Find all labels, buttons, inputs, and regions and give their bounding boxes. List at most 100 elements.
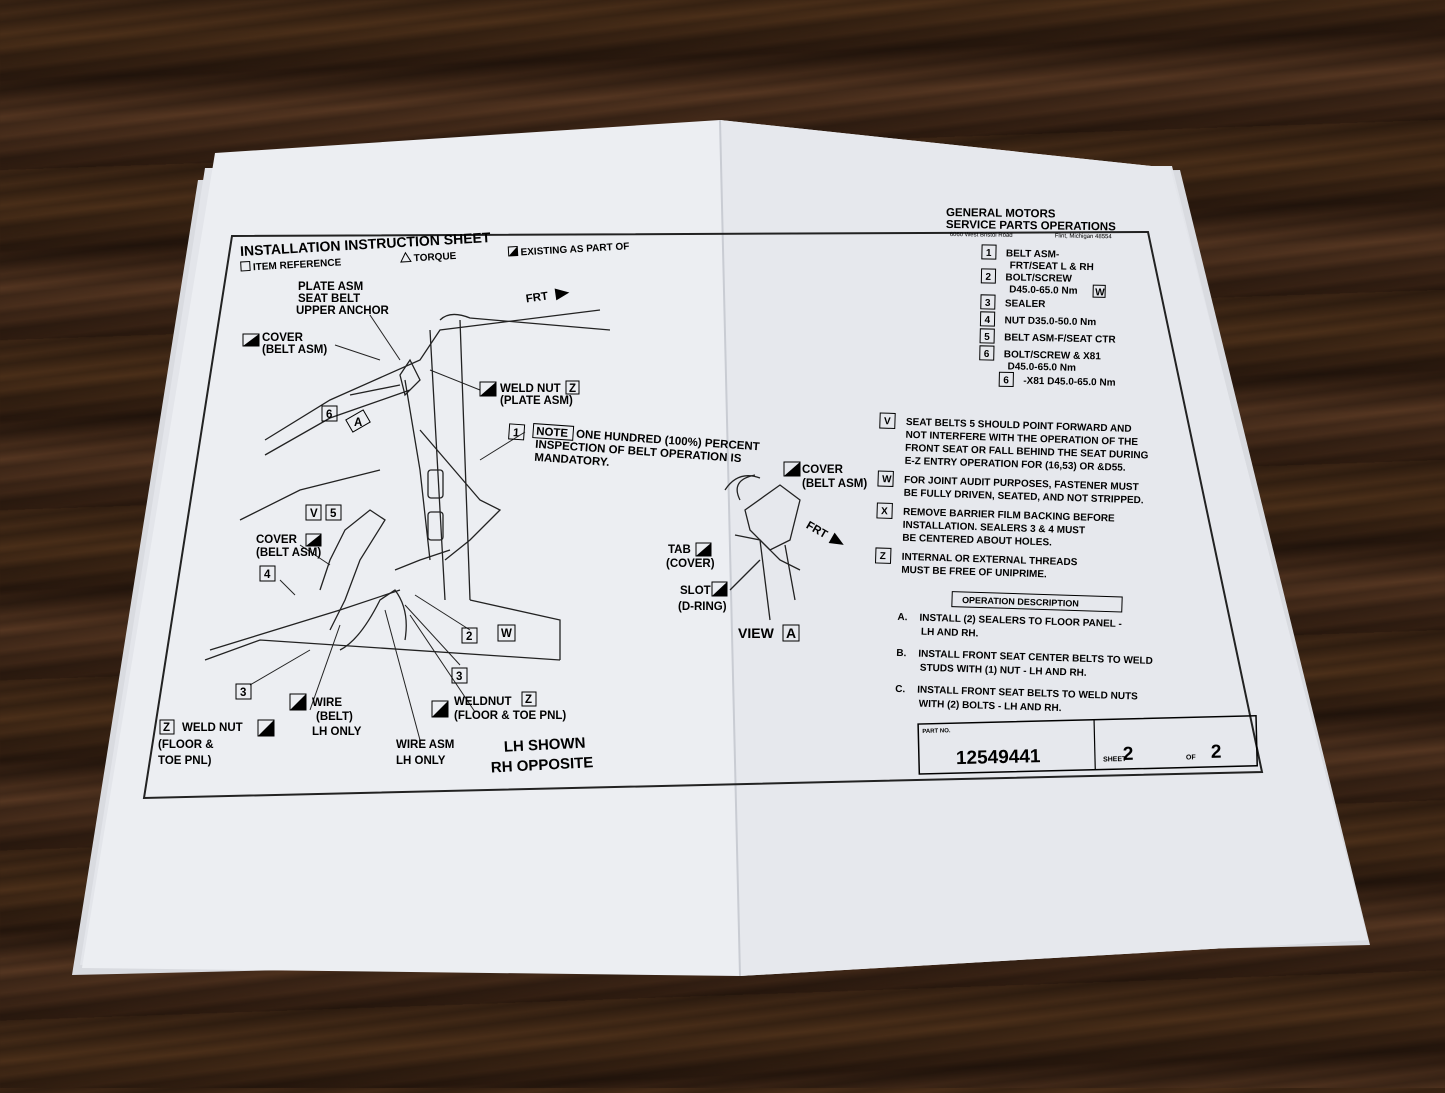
z-box-left [159,719,175,735]
view-a-detail: COVER (BELT ASM) FRT TAB (COVER) SLOT (D… [666,461,867,642]
part-description: BELT ASM- [1006,248,1060,260]
bolt-6 [349,384,401,396]
note-flag: V [884,416,891,427]
item-5-box [325,504,342,521]
leader-cover [334,344,381,361]
callout-z-left: Z [163,722,170,734]
note-line: MUST BE FREE OF UNIPRIME. [901,565,1047,581]
callout-4: 4 [264,569,271,581]
cover-lower-icon-fill [306,534,321,546]
callout-belt-paren: (BELT) [316,711,353,723]
operation-heading: OPERATION DESCRIPTION [962,595,1079,609]
operation-heading-box [951,591,1123,613]
note-flag-box [874,547,892,564]
w-box [497,624,516,642]
leader-3 [249,649,311,686]
pillar-slot-2 [427,511,444,541]
upper-anchor [399,358,421,397]
part-number-box [979,328,995,344]
callout-plate-asm: PLATE ASM [298,281,363,293]
callout-toe-pnl: TOE PNL) [158,755,212,767]
part-number-box [979,345,995,361]
callout-3: 3 [240,687,246,699]
callout-a: A [354,417,362,429]
frt-arrow: FRT [525,288,570,306]
view-cover-icon-fill [784,462,800,476]
note-flag-box [876,502,893,519]
slot-leader [729,559,761,591]
part-number: 6 [1003,375,1009,386]
callout-cover: COVER [262,332,304,344]
leader-4 [279,579,296,596]
cover-icon-fill [243,334,259,346]
note-flag-box [879,412,896,429]
part-description-2: FRT/SEAT L & RH [1010,260,1094,273]
part-number: 1 [986,248,992,259]
sheet-total: 2 [1211,742,1222,763]
center-fold [719,119,741,977]
note-flag: Z [880,551,886,562]
company-division: SERVICE PARTS OPERATIONS [946,219,1116,233]
leader-weldnut [409,614,476,713]
callout-view-belt-asm: (BELT ASM) [802,478,867,490]
part-description-2: D45.0-65.0 Nm [1009,284,1078,296]
z-box-weldnut [521,691,537,707]
operation-step-letter: B. [896,648,907,659]
seat-belt-diagram [204,309,611,661]
leader-lines [249,314,526,741]
view-a-marker [345,409,371,433]
frt-arrow-icon [554,288,570,301]
operation-step-letter: A. [897,612,908,623]
item-1-box [508,423,526,441]
weld-nut-left-icon-fill [258,720,274,736]
callout-floor-toe: (FLOOR & TOE PNL) [454,710,566,722]
company-city: Flint, Michigan 48554 [1055,233,1113,240]
part-number: 4 [984,315,990,326]
callout-cover-lower: COVER [256,534,298,546]
callout-view: VIEW [738,625,775,641]
part-number: 3 [985,298,991,309]
part-number-box [979,311,996,327]
part-flag: W [1095,287,1105,298]
callout-weld-nut: WELD NUT [500,383,561,395]
leader-3b [404,604,461,666]
callout-belt-asm-lower: (BELT ASM) [256,547,321,559]
callout-wire-asm: WIRE ASM [396,739,454,751]
view-letter-box [782,624,800,642]
paper-right-half [720,120,1368,976]
diagram-callouts: PLATE ASM SEAT BELT UPPER ANCHOR FRT COV… [158,281,760,776]
callout-view-cover: COVER [802,464,844,476]
window-line [264,309,601,441]
of-label: OF [1186,754,1197,761]
note-flag: X [881,506,888,517]
callout-3b: 3 [456,671,462,683]
b-pillar [429,319,471,601]
belt-upper [404,379,431,561]
callout-seat-belt: SEAT BELT [298,293,360,305]
leader-2 [414,594,471,631]
leader-cover-lower [299,544,331,566]
callout-6: 6 [326,409,332,421]
callout-wire: WIRE [312,697,342,709]
callout-lh-only: LH ONLY [312,726,362,738]
sill [469,599,561,660]
title-block: PART NO. 12549441 SHEET 2 OF 2 [917,715,1258,775]
retractor [419,429,502,561]
callout-z-weldnut: Z [525,694,532,706]
part-no-label: PART NO. [922,728,951,735]
part-number-box [980,294,996,310]
legend-item-reference: ITEM REFERENCE [253,257,342,273]
v-box [305,504,322,521]
center-buckle [319,509,386,631]
callout-w: W [501,628,512,640]
pillar-slot-1 [427,469,444,499]
part-number: 6 [984,349,990,360]
part-description: BELT ASM-F/SEAT CTR [1004,332,1116,345]
note-line-3: MANDATORY. [534,452,610,469]
